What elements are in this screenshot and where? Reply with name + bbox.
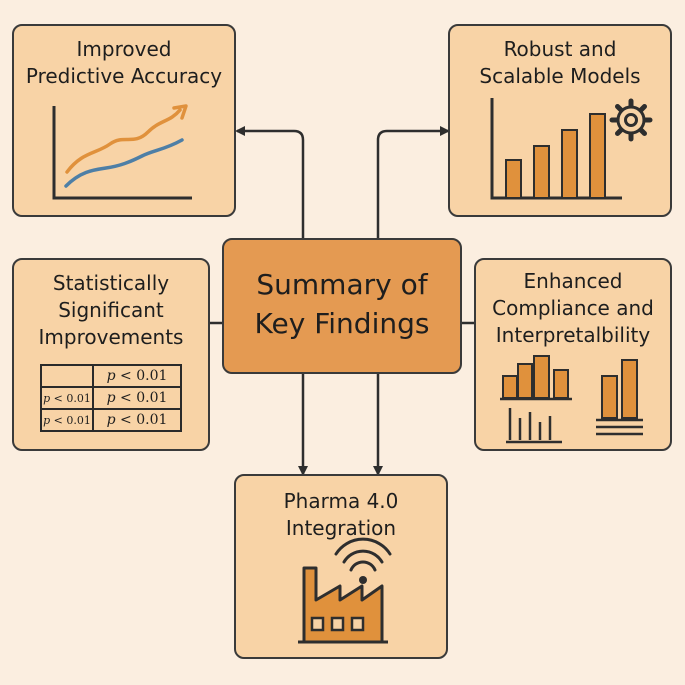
bar-charts-icon bbox=[500, 355, 643, 444]
title-line: Significant bbox=[58, 298, 164, 322]
table-row: p < 0.01 p < 0.01 bbox=[40, 408, 182, 432]
title-line: Improvements bbox=[38, 325, 184, 349]
box-statistical-improvements: Statistically Significant Improvements p… bbox=[12, 258, 210, 451]
title-line: Pharma 4.0 bbox=[283, 489, 399, 513]
box-summary-key-findings: Summary of Key Findings bbox=[222, 238, 462, 374]
table-cell: p < 0.01 bbox=[40, 386, 94, 410]
box-pharma-integration: Pharma 4.0 Integration bbox=[234, 474, 448, 659]
gear-icon bbox=[609, 98, 653, 142]
table-row: p < 0.01 bbox=[40, 364, 182, 388]
title-line: Summary of bbox=[256, 268, 428, 301]
box-title: Statistically Significant Improvements bbox=[14, 270, 208, 351]
table-cell: p < 0.01 bbox=[40, 408, 94, 432]
box-title: Robust and Scalable Models bbox=[450, 36, 670, 90]
title-line: Improved bbox=[76, 37, 172, 61]
title-line: Enhanced bbox=[523, 269, 623, 293]
box-enhanced-compliance: Enhanced Compliance and Interpretalbilit… bbox=[474, 258, 672, 451]
title-line: Integration bbox=[285, 516, 397, 540]
box-title: Enhanced Compliance and Interpretalbilit… bbox=[476, 268, 670, 349]
table-cell: p < 0.01 bbox=[92, 364, 182, 388]
arrow-to-accuracy bbox=[235, 126, 305, 238]
box-title: Pharma 4.0 Integration bbox=[236, 488, 446, 542]
title-line: Statistically bbox=[52, 271, 170, 295]
table-row: p < 0.01 p < 0.01 bbox=[40, 386, 182, 410]
title-line: Interpretalbility bbox=[495, 323, 651, 347]
table-cell: p < 0.01 bbox=[92, 408, 182, 432]
box-improved-accuracy: Improved Predictive Accuracy bbox=[12, 24, 236, 217]
title-line: Robust and bbox=[503, 37, 617, 61]
factory-icon bbox=[298, 566, 388, 644]
arrow-to-robust bbox=[376, 126, 450, 238]
title-line: Key Findings bbox=[254, 307, 430, 340]
wireless-signal-icon bbox=[334, 537, 392, 584]
line-chart-icon bbox=[52, 104, 192, 200]
table-cell: p < 0.01 bbox=[92, 386, 182, 410]
bar-chart-icon bbox=[490, 98, 622, 200]
title-line: Compliance and bbox=[492, 296, 654, 320]
box-title: Improved Predictive Accuracy bbox=[14, 36, 234, 90]
title-line: Scalable Models bbox=[479, 64, 641, 88]
center-title: Summary of Key Findings bbox=[224, 265, 460, 343]
table-cell bbox=[40, 364, 94, 388]
p-value-table: p < 0.01 p < 0.01 p < 0.01 p < 0.01 p < … bbox=[40, 364, 182, 432]
title-line: Predictive Accuracy bbox=[25, 64, 223, 88]
box-robust-models: Robust and Scalable Models bbox=[448, 24, 672, 217]
